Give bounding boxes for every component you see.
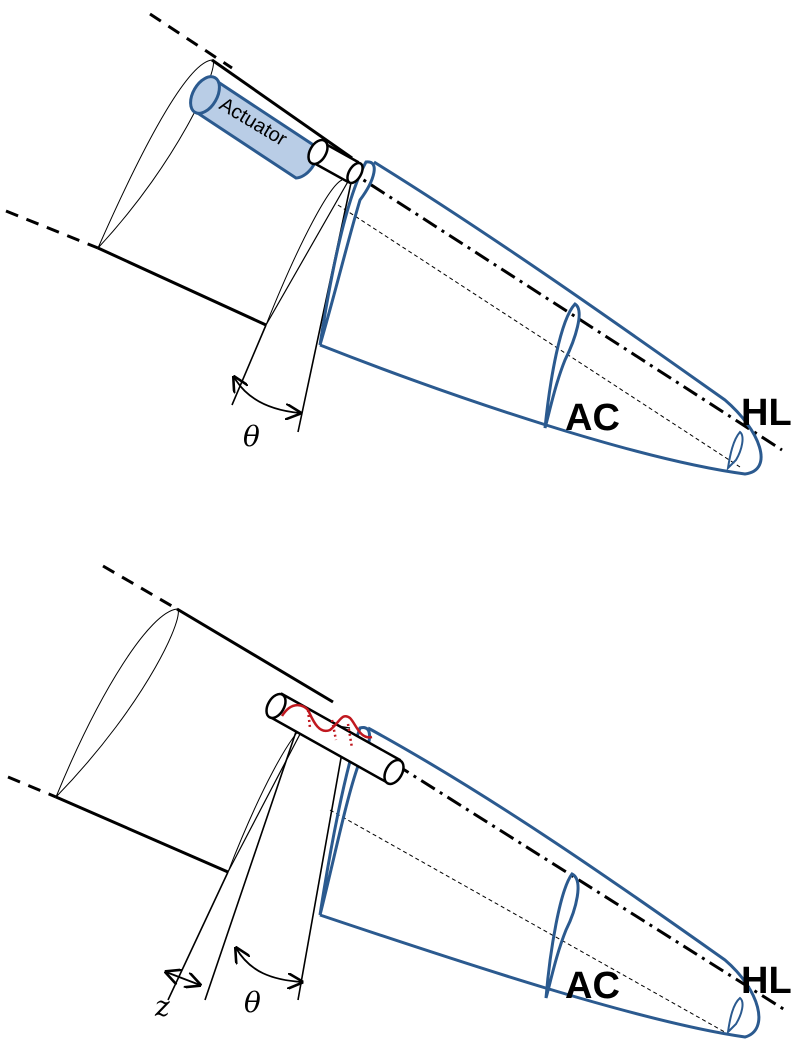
bottom-mid-airfoil: [544, 872, 580, 999]
torsion-bar: [265, 692, 405, 786]
torsion-spring-hidden: [306, 709, 354, 749]
bottom-hub-airfoil: [55, 608, 179, 798]
top-diagram: θ Actuator AC HL: [5, 12, 792, 476]
top-theta-ref-line: [231, 324, 267, 406]
top-hl-label: HL: [741, 392, 792, 434]
top-hub-bottom-edge: [97, 246, 267, 327]
torsion-spring-helix: [280, 703, 373, 739]
actuator-shaft-end: [307, 138, 329, 166]
bottom-diagram: z θ AC HL: [7, 564, 792, 1039]
top-blade-outline: [319, 160, 763, 476]
actuator-shaft-tip: [346, 161, 364, 185]
bottom-hub-top-edge: [176, 607, 334, 704]
actuator-end-cap: [189, 75, 221, 115]
bottom-root-airfoil: [318, 726, 371, 916]
top-ac-label: AC: [565, 397, 620, 439]
top-hub-airfoil: [97, 59, 214, 249]
bottom-tip-airfoil: [726, 996, 744, 1035]
bottom-hub-bottom-edge: [55, 795, 229, 874]
bottom-theta-arc: [236, 948, 302, 982]
bottom-hl-label: HL: [741, 960, 792, 1002]
bottom-z-arrow: [166, 972, 200, 985]
top-theta-label: θ: [243, 420, 260, 453]
top-tip-airfoil: [726, 430, 744, 471]
bottom-z-line-b: [227, 714, 311, 873]
torsion-bar-end-left: [265, 692, 287, 720]
top-actuator: Actuator: [189, 75, 364, 185]
torsion-bar-end-right: [383, 758, 405, 786]
top-dashed-line-lower: [5, 209, 99, 250]
top-dashed-line-upper: [149, 12, 233, 70]
top-theta-arc: [234, 377, 300, 413]
top-theta-line-1: [265, 177, 351, 326]
top-hub-top-edge: [211, 58, 353, 160]
top-hub-airfoil-inner: [265, 179, 343, 326]
top-root-airfoil: [318, 160, 376, 346]
top-mid-airfoil: [543, 302, 581, 429]
bottom-blade-outline: [319, 726, 761, 1039]
bottom-theta-label: θ: [244, 986, 261, 1019]
bottom-ac-label: AC: [565, 965, 620, 1007]
bottom-dashed-line-lower: [7, 775, 57, 799]
top-theta-line-2: [297, 177, 353, 433]
bottom-z-axis-line: [204, 719, 301, 1001]
bottom-z-label: z: [154, 990, 170, 1023]
bottom-pitch-axis: [394, 762, 786, 1012]
bottom-dashed-line-upper: [102, 564, 178, 611]
top-chord-line: [337, 204, 741, 468]
bottom-theta-line: [297, 729, 347, 1001]
bottom-z-ref-line: [167, 871, 229, 1001]
top-pitch-axis: [344, 166, 783, 452]
